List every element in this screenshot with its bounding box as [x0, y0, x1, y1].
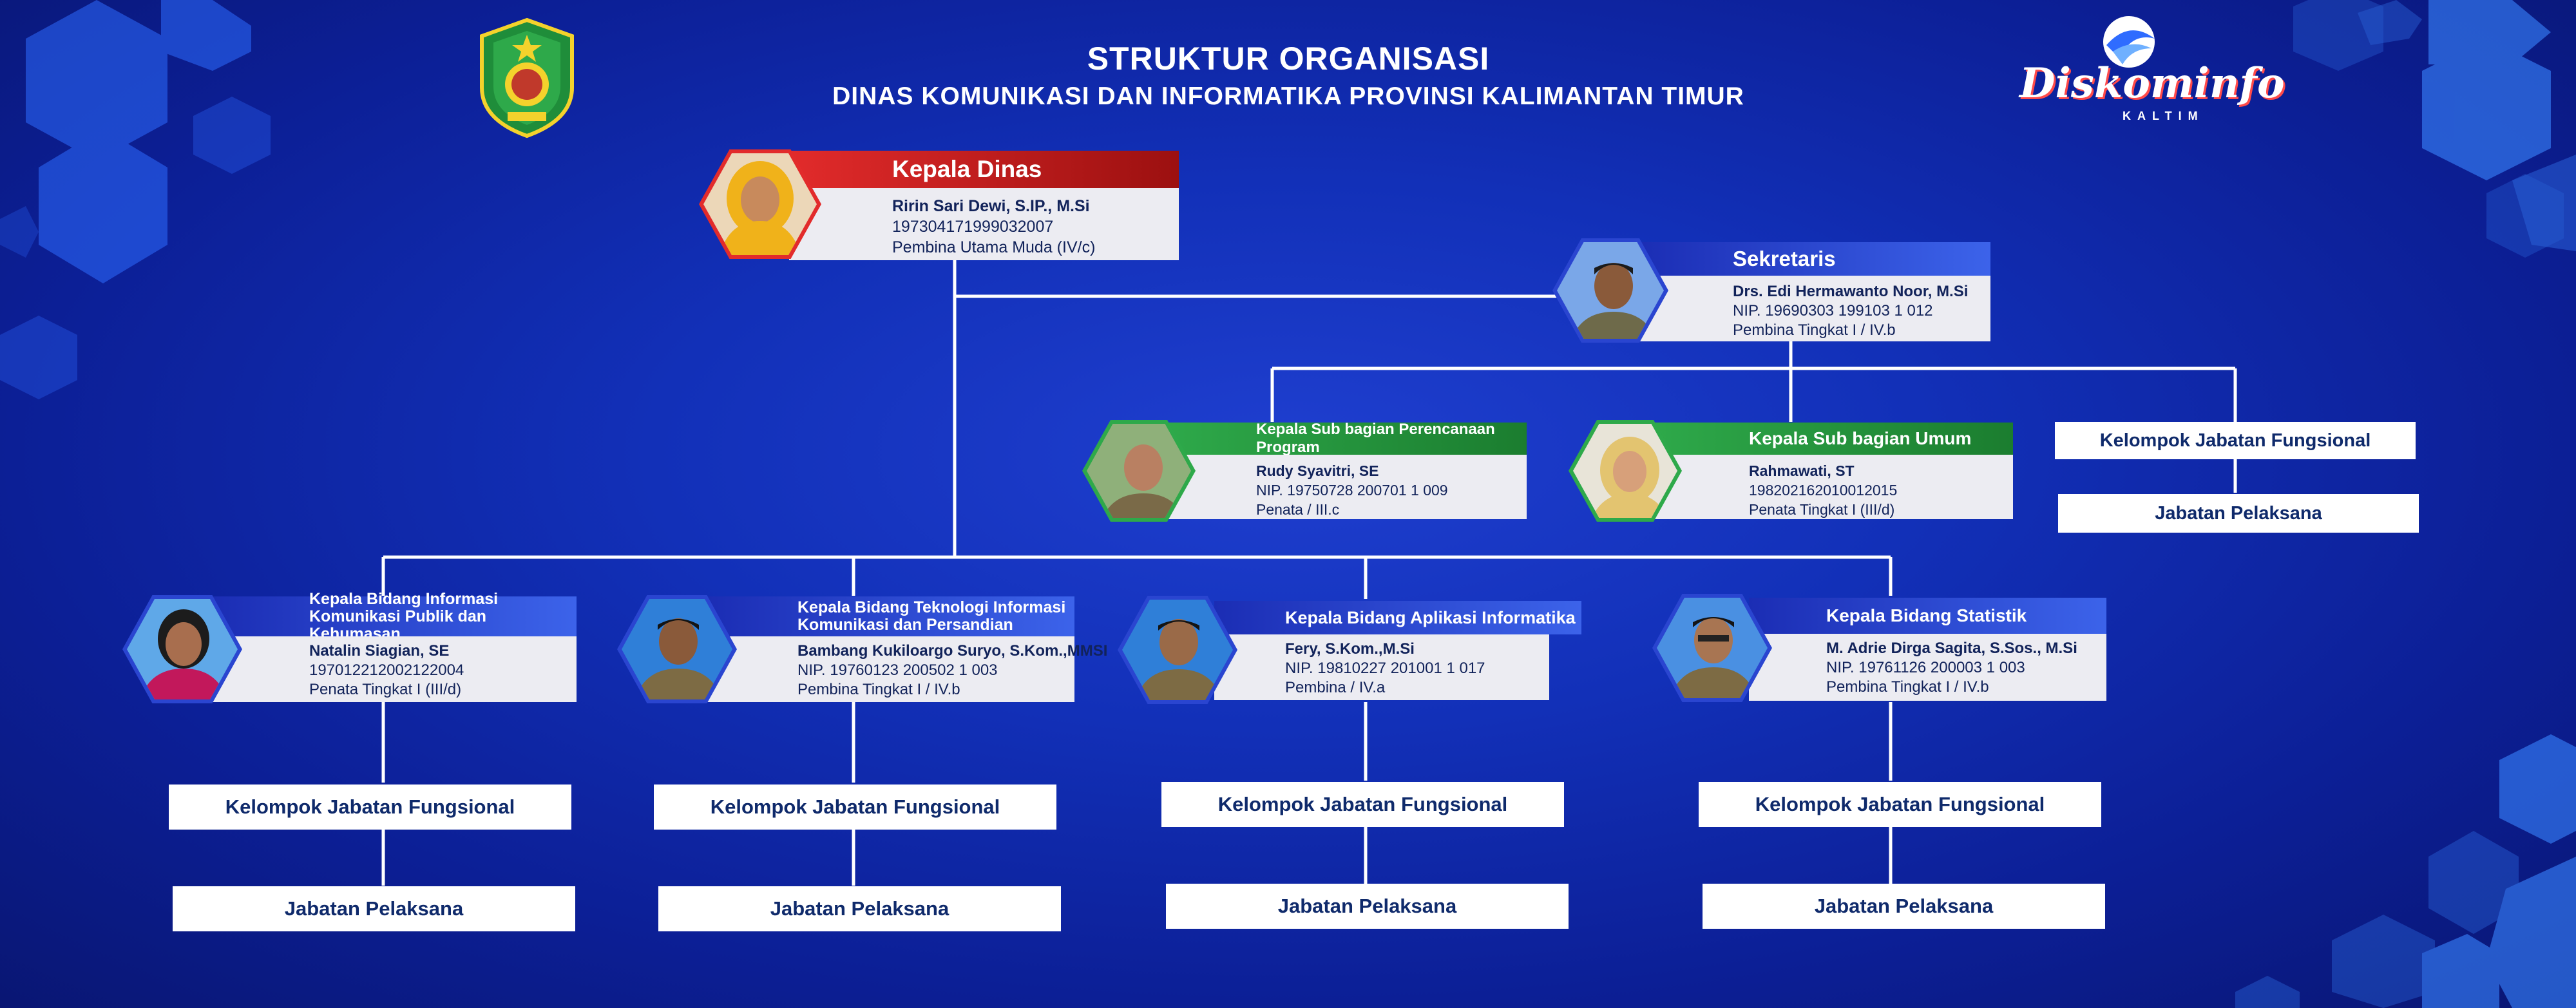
kepala-dinas-body: Ririn Sari Dewi, S.IP., M.Si 19730417199…: [789, 188, 1179, 260]
kepala-dinas-nip: 197304171999032007: [892, 218, 1054, 236]
bidang-statistik-name: M. Adrie Dirga Sagita, S.Sos., M.Si: [1826, 640, 2077, 657]
subbagian-perencanaan-card: Kepala Sub bagian Perencanaan Program Ru…: [1082, 420, 1527, 523]
subbagian-umum-title: Kepala Sub bagian Umum: [1749, 428, 1972, 448]
sekretaris-name: Drs. Edi Hermawanto Noor, M.Si: [1733, 283, 1969, 300]
bidang-aptika-header: Kepala Bidang Aplikasi Informatika: [1214, 601, 1581, 634]
bidang-ikp-photo-frame: [122, 595, 242, 703]
provincial-emblem-icon: [480, 17, 574, 138]
person-photo-icon: [1570, 263, 1657, 339]
sekretaris-card: Sekretaris Drs. Edi Hermawanto Noor, M.S…: [1552, 238, 1990, 345]
subbagian-umum-name: Rahmawati, ST: [1749, 462, 1855, 479]
person-photo-icon: [140, 609, 227, 699]
bidang-statistik-fungsional-box: Kelompok Jabatan Fungsional: [1699, 782, 2101, 827]
bidang-tik-nip: NIP. 19760123 200502 1 003: [797, 661, 998, 679]
sekretaris-nip: NIP. 19690303 199103 1 012: [1733, 302, 1933, 319]
bidang-statistik-nip: NIP. 19761126 200003 1 003: [1826, 659, 2025, 676]
subbagian-perencanaan-photo-frame: [1082, 420, 1196, 522]
person-photo-icon: [1135, 619, 1223, 700]
bidang-tik-pelaksana-box: Jabatan Pelaksana: [658, 886, 1061, 931]
subbagian-umum-body: Rahmawati, ST 198202162010012015 Penata …: [1652, 455, 2013, 519]
bidang-ikp-rank: Penata Tingkat I (III/d): [309, 681, 462, 698]
bidang-statistik-photo-frame: [1652, 594, 1772, 702]
subbagian-umum-rank: Penata Tingkat I (III/d): [1749, 501, 1895, 518]
bidang-ikp-header: Kepala Bidang Informasi Komunikasi Publi…: [213, 590, 577, 642]
bidang-tik-rank: Pembina Tingkat I / IV.b: [797, 681, 960, 698]
person-photo-icon: [1670, 617, 1757, 698]
bidang-aptika-photo-frame: [1118, 596, 1237, 704]
bidang-ikp-name: Natalin Siagian, SE: [309, 642, 450, 660]
subbagian-perencanaan-nip: NIP. 19750728 200701 1 009: [1256, 482, 1448, 499]
bidang-statistik-rank: Pembina Tingkat I / IV.b: [1826, 678, 1989, 696]
bidang-ikp-pelaksana-box: Jabatan Pelaksana: [173, 886, 575, 931]
bidang-statistik-card: Kepala Bidang Statistik M. Adrie Dirga S…: [1652, 593, 2106, 705]
sekretaris-header: Sekretaris: [1636, 242, 1990, 276]
kepala-dinas-rank: Pembina Utama Muda (IV/c): [892, 238, 1096, 256]
subbagian-perencanaan-header: Kepala Sub bagian Perencanaan Program: [1166, 421, 1527, 456]
brand-logo-subtext: KALTIM: [2123, 109, 2204, 122]
bidang-ikp-fungsional-box: Kelompok Jabatan Fungsional: [169, 785, 571, 830]
bidang-aptika-title: Kepala Bidang Aplikasi Informatika: [1285, 607, 1576, 627]
person-photo-icon: [720, 161, 801, 255]
bidang-aptika-name: Fery, S.Kom.,M.Si: [1285, 640, 1415, 658]
bidang-tik-title: Kepala Bidang Teknologi Informasi Komuni…: [797, 598, 1066, 634]
subbagian-umum-nip: 198202162010012015: [1749, 482, 1898, 499]
bidang-tik-header: Kepala Bidang Teknologi Informasi Komuni…: [707, 596, 1074, 636]
bidang-statistik-body: M. Adrie Dirga Sagita, S.Sos., M.Si NIP.…: [1749, 634, 2106, 701]
kepala-dinas-header: Kepala Dinas: [789, 151, 1179, 188]
bidang-aptika-rank: Pembina / IV.a: [1285, 679, 1386, 696]
bidang-tik-name: Bambang Kukiloargo Suryo, S.Kom.,MMSI: [797, 642, 1108, 660]
person-photo-icon: [1589, 437, 1670, 518]
subbagian-umum-header: Kepala Sub bagian Umum: [1652, 423, 2013, 455]
bidang-statistik-pelaksana-box: Jabatan Pelaksana: [1703, 884, 2105, 929]
sekretaris-title: Sekretaris: [1733, 247, 1836, 271]
bidang-ikp-nip: 197012212002122004: [309, 661, 464, 679]
diskominfo-logo: Diskominfo KALTIM: [2010, 13, 2285, 129]
bidang-tik-photo-frame: [617, 595, 737, 703]
bidang-aptika-card: Kepala Bidang Aplikasi Informatika Fery,…: [1118, 596, 1581, 705]
bidang-tik-fungsional-box: Kelompok Jabatan Fungsional: [654, 785, 1056, 830]
bidang-statistik-header: Kepala Bidang Statistik: [1749, 598, 2106, 634]
bidang-aptika-fungsional-box: Kelompok Jabatan Fungsional: [1161, 782, 1564, 827]
bidang-aptika-body: Fery, S.Kom.,M.Si NIP. 19810227 201001 1…: [1214, 634, 1549, 700]
chart-subtitle: DINAS KOMUNIKASI DAN INFORMATIKA PROVINS…: [832, 82, 1744, 110]
chart-title: STRUKTUR ORGANISASI: [1087, 41, 1490, 77]
bidang-aptika-pelaksana-box: Jabatan Pelaksana: [1166, 884, 1569, 929]
subbagian-umum-card: Kepala Sub bagian Umum Rahmawati, ST 198…: [1569, 420, 2013, 523]
kepala-dinas-card: Kepala Dinas Ririn Sari Dewi, S.IP., M.S…: [699, 149, 1179, 262]
wave-globe-icon: [2103, 16, 2155, 68]
subbagian-perencanaan-name: Rudy Syavitri, SE: [1256, 462, 1379, 479]
sekretaris-photo-frame: [1552, 238, 1668, 343]
bidang-ikp-card: Kepala Bidang Informasi Komunikasi Publi…: [122, 590, 577, 705]
bidang-tik-body: Bambang Kukiloargo Suryo, S.Kom.,MMSI NI…: [707, 636, 1108, 702]
subbagian-perencanaan-title: Kepala Sub bagian Perencanaan Program: [1256, 421, 1495, 456]
bidang-ikp-body: Natalin Siagian, SE 197012212002122004 P…: [213, 636, 577, 702]
sekretaris-rank: Pembina Tingkat I / IV.b: [1733, 321, 1896, 339]
brand-logo-text: Diskominfo: [2019, 59, 2285, 108]
sekretariat-fungsional-box: Kelompok Jabatan Fungsional: [2055, 422, 2416, 459]
kepala-dinas-title: Kepala Dinas: [892, 156, 1042, 182]
bidang-statistik-title: Kepala Bidang Statistik: [1826, 605, 2027, 625]
subbagian-perencanaan-body: Rudy Syavitri, SE NIP. 19750728 200701 1…: [1166, 455, 1527, 519]
kepala-dinas-name: Ririn Sari Dewi, S.IP., M.Si: [892, 197, 1090, 215]
bidang-ikp-title: Kepala Bidang Informasi Komunikasi Publi…: [309, 589, 499, 643]
bidang-aptika-nip: NIP. 19810227 201001 1 017: [1285, 660, 1485, 677]
bidang-tik-card: Kepala Bidang Teknologi Informasi Komuni…: [617, 593, 1108, 705]
sekretaris-body: Drs. Edi Hermawanto Noor, M.Si NIP. 1969…: [1636, 276, 1990, 341]
subbagian-perencanaan-rank: Penata / III.c: [1256, 501, 1340, 518]
person-photo-icon: [634, 618, 722, 699]
sekretariat-pelaksana-box: Jabatan Pelaksana: [2058, 494, 2419, 533]
